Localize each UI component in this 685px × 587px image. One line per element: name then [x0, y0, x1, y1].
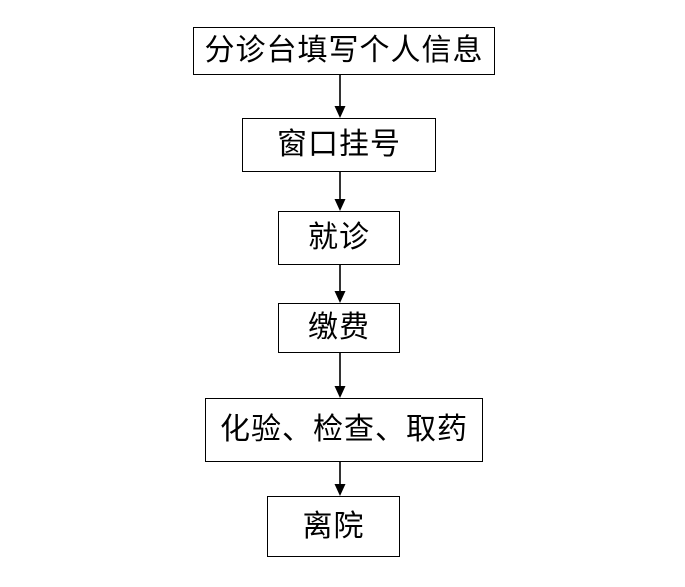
flowchart-node-label: 分诊台填写个人信息	[204, 33, 484, 68]
flowchart-node-leave-hospital[interactable]: 离院	[267, 496, 400, 557]
flowchart-node-label: 窗口挂号	[277, 127, 401, 162]
arrow-5-6-icon	[334, 462, 346, 496]
arrow-2-3-icon	[334, 172, 346, 211]
connector-node5-to-node6	[329, 462, 351, 496]
flowchart-node-triage-form[interactable]: 分诊台填写个人信息	[193, 27, 495, 75]
flowchart-node-label: 就诊	[308, 220, 370, 255]
connector-node3-to-node4	[329, 265, 351, 303]
flowchart-node-tests-exams-medicine[interactable]: 化验、检查、取药	[205, 398, 483, 462]
flowchart-node-window-registration[interactable]: 窗口挂号	[242, 118, 436, 172]
flowchart-node-label: 离院	[302, 508, 365, 544]
flowchart-node-label: 化验、检查、取药	[220, 412, 468, 447]
connector-node1-to-node2	[329, 75, 351, 118]
flowchart-node-consultation[interactable]: 就诊	[278, 211, 400, 265]
arrow-4-5-icon	[334, 353, 346, 398]
flowchart-node-label: 缴费	[308, 310, 370, 345]
flowchart-node-payment[interactable]: 缴费	[278, 303, 400, 353]
connector-node2-to-node3	[329, 172, 351, 211]
arrow-1-2-icon	[334, 75, 346, 118]
connector-node4-to-node5	[329, 353, 351, 398]
arrow-3-4-icon	[334, 265, 346, 303]
